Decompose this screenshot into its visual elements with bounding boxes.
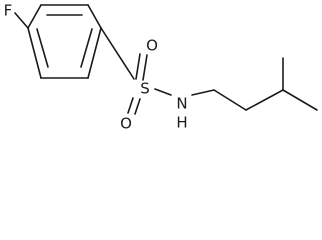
ring-bond-3	[87, 4, 102, 29]
sulfur-to-oxygen-bottom-bond-a	[127, 97, 134, 114]
fluorine-bond	[14, 12, 29, 29]
benzene-ring	[27, 4, 102, 79]
sulfur-to-oxygen-top-bond-b	[142, 54, 148, 81]
ring-bond-1	[27, 4, 42, 29]
sulfur-to-oxygen-bottom-bond-b	[134, 98, 141, 115]
oxygen-top-label: O	[146, 37, 158, 55]
chain-branch-right	[282, 89, 318, 111]
sulfur-to-oxygen-top-bond-a	[135, 53, 141, 80]
chain-bond-2	[213, 89, 247, 111]
oxygen-bottom-label: O	[120, 115, 132, 133]
ring-inner-double-2	[80, 28, 93, 68]
ring-to-sulfur-bond	[100, 27, 135, 80]
sulfur-label: S	[140, 80, 150, 98]
sulfur-to-nitrogen-bond	[154, 88, 172, 96]
fluorine-label: F	[4, 2, 13, 20]
chain-bond-3	[245, 89, 284, 111]
ring-inner-double-3	[36, 28, 49, 68]
structure-diagram: F O S O N H	[4, 2, 318, 133]
chain-bond-1	[191, 89, 215, 96]
ring-bond-4	[87, 27, 102, 79]
molecule-canvas: F O S O N H	[3, 1, 318, 133]
nitrogen-label: N	[176, 95, 187, 113]
ring-bond-6	[27, 27, 42, 79]
nitrogen-hydrogen-label: H	[176, 114, 187, 132]
